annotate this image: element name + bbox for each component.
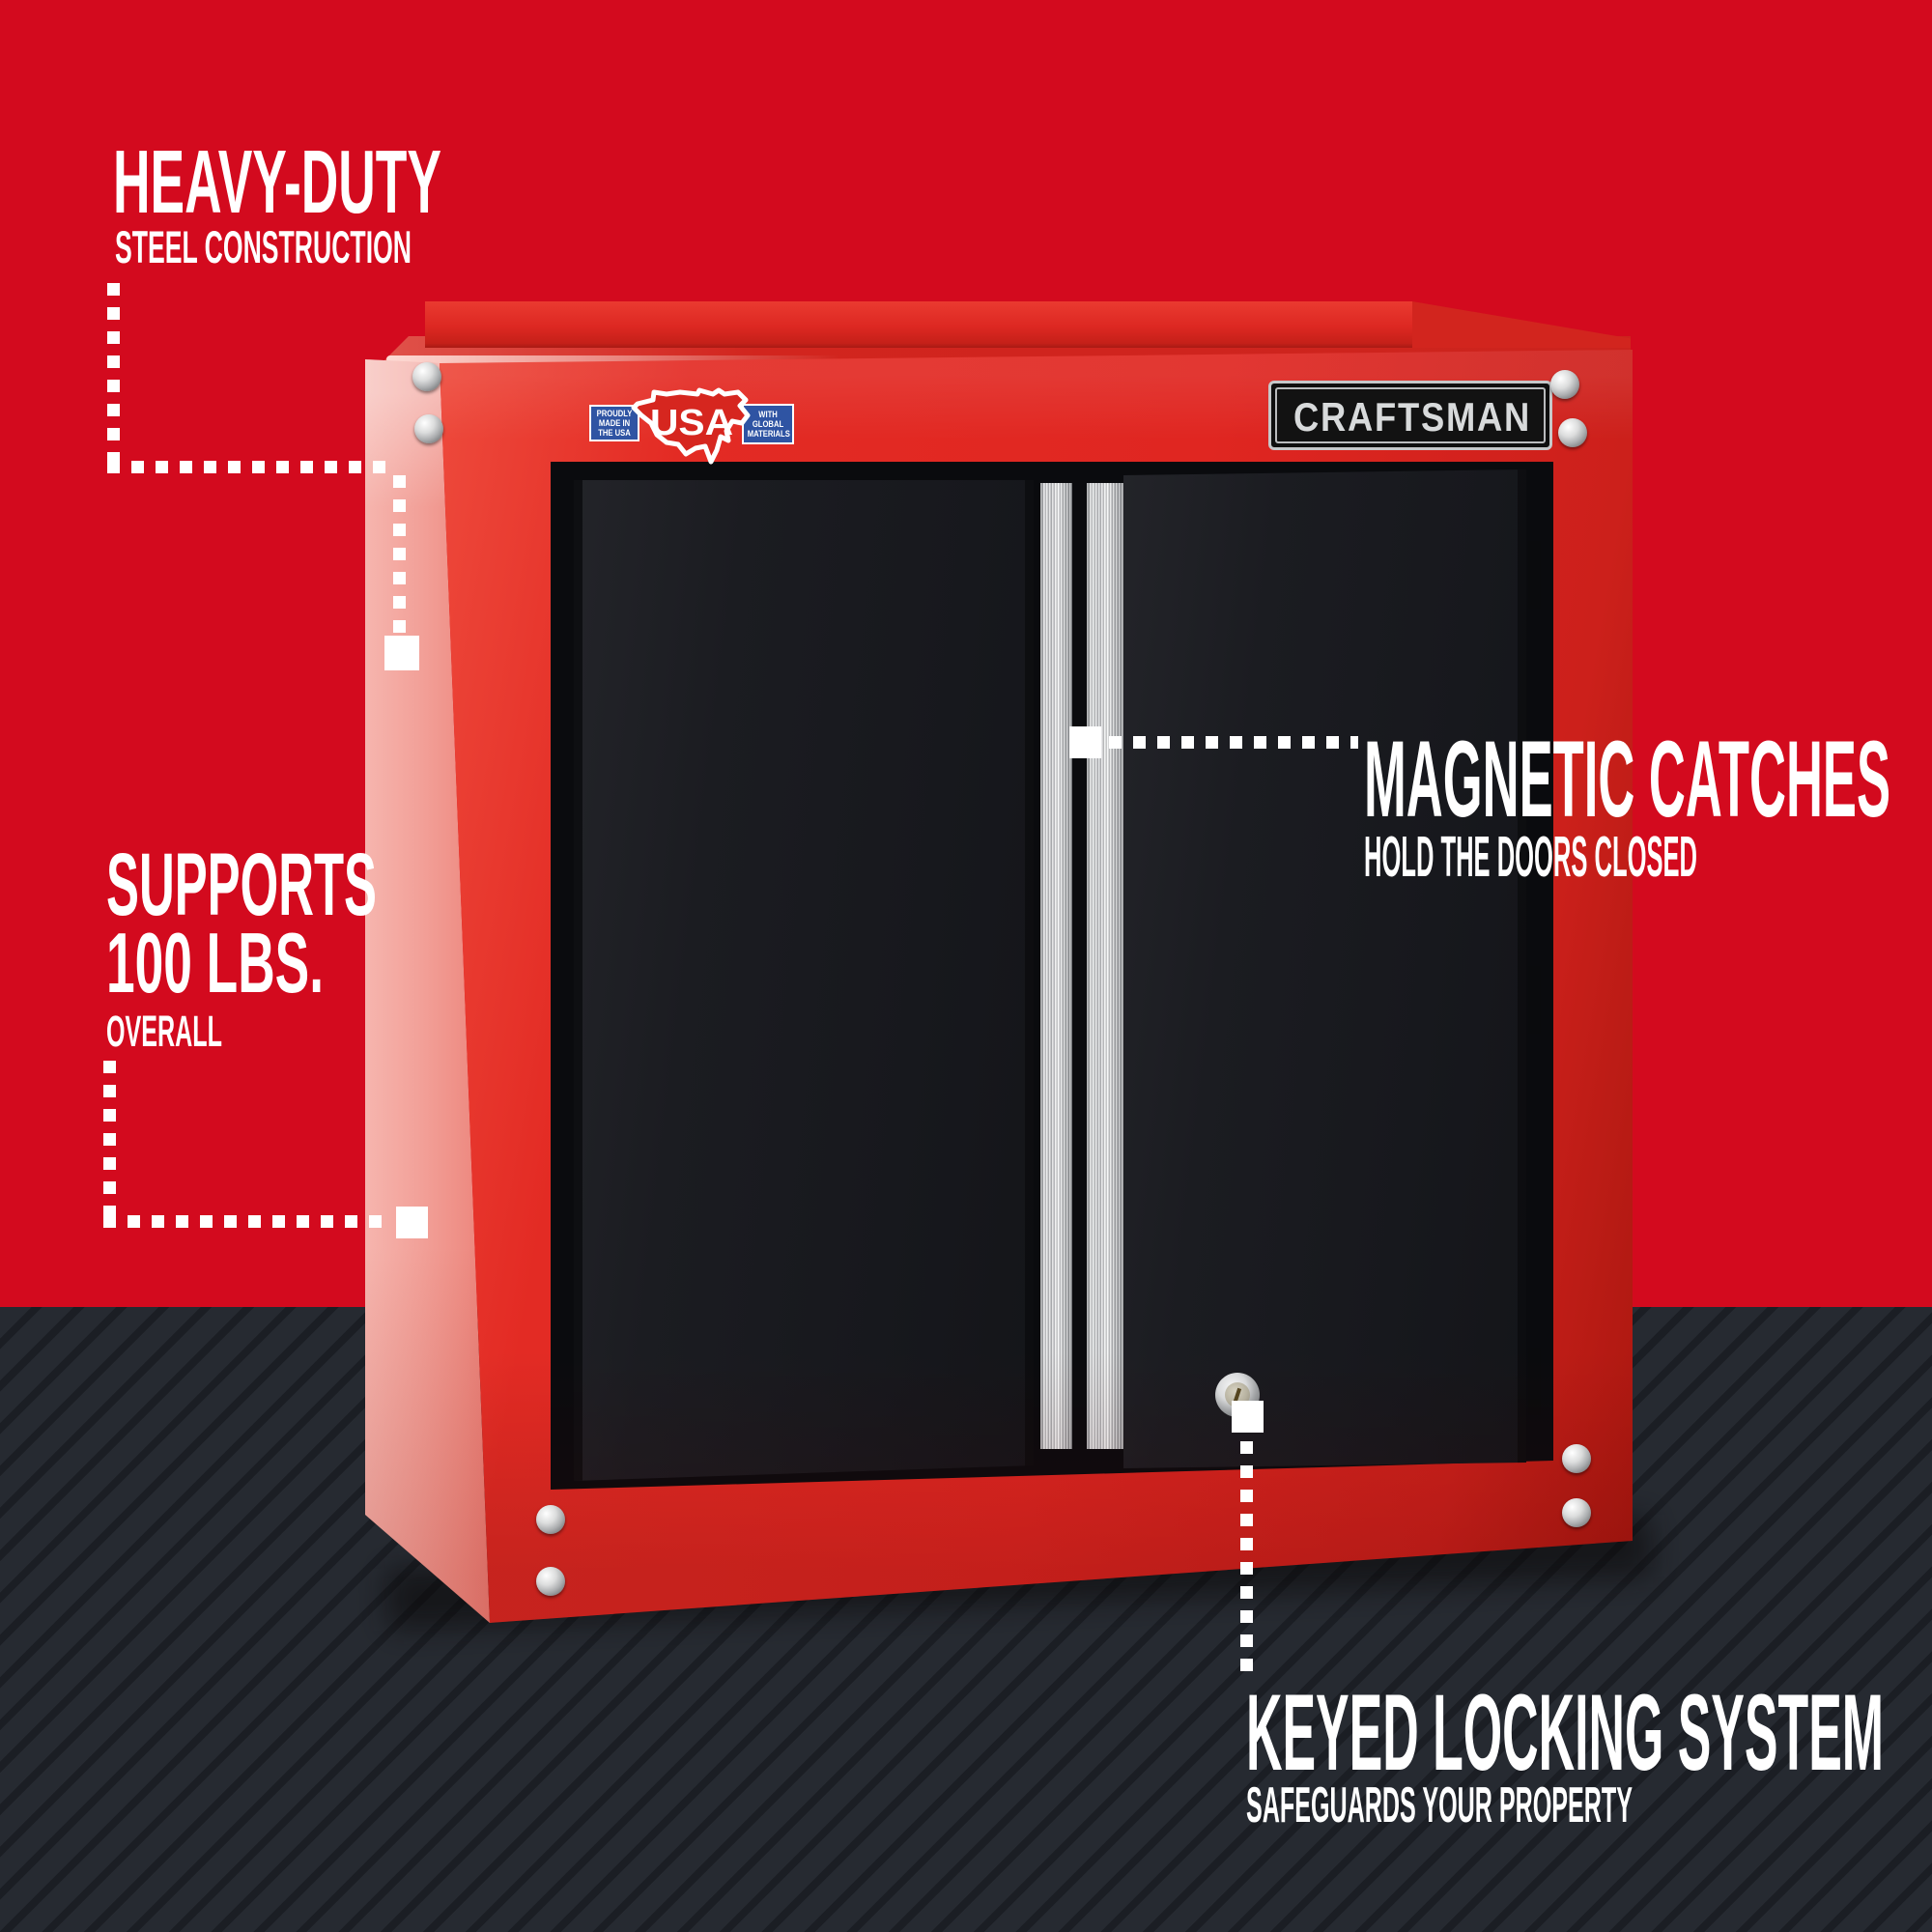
keyed-subtitle: SAFEGUARDS YOUR PROPERTY [1246,1777,1633,1833]
cabinet-front-face [440,350,1633,1623]
dotted-connector [1109,736,1358,749]
callout-marker [1232,1401,1264,1433]
callout-marker [384,636,419,670]
dotted-connector [107,461,397,473]
screw-icon [1550,370,1579,399]
usa-badge-text: USA [650,403,733,443]
craftsman-logo-plate: CRAFTSMAN [1268,381,1552,450]
dotted-connector [103,1215,393,1228]
craftsman-logo-text: CRAFTSMAN [1293,394,1531,440]
left-door-hinge-edge [574,480,582,1481]
badge-text: WITH [758,410,778,419]
hinge-icon [1528,541,1541,609]
screw-icon [1562,1498,1591,1527]
right-door-handle [1087,483,1123,1449]
screw-icon [536,1567,565,1596]
cabinet-back-lip [425,301,1412,348]
keyed-subtitle-block: SAFEGUARDS YOUR PROPERTY [1246,1777,1633,1833]
right-door [1123,469,1526,1468]
keyed-callout: KEYED LOCKING SYSTEM [1246,1672,1884,1793]
left-door-inner-edge [1025,480,1034,1481]
magnetic-title: MAGNETIC CATCHES [1364,719,1890,839]
callout-marker [396,1207,428,1238]
supports-subtitle: OVERALL [106,1007,222,1056]
craftsman-logo-inner-frame: CRAFTSMAN [1275,387,1546,443]
supports-callout: SUPPORTS [106,836,377,934]
screw-icon [1558,418,1587,447]
supports-title-line2: 100 LBS. [106,915,324,1010]
heavy-duty-callout: HEAVY-DUTY [113,131,441,232]
badge-text: GLOBAL [752,419,784,429]
magnetic-callout: MAGNETIC CATCHES [1364,719,1890,839]
dotted-connector [103,1061,116,1217]
dotted-connector [393,475,406,636]
cabinet-top-edge-highlight [386,355,840,363]
screw-icon [1562,1444,1591,1473]
magnetic-subtitle: HOLD THE DOORS CLOSED [1364,825,1697,889]
supports-subtitle-block: OVERALL [106,1007,222,1056]
heavy-duty-subtitle: STEEL CONSTRUCTION [115,221,412,272]
badge-text: MATERIALS [747,429,790,439]
screw-icon [536,1505,565,1534]
usa-map-icon: USA [631,387,751,465]
badge-text: THE USA [598,428,631,438]
heavy-duty-title: HEAVY-DUTY [113,131,441,232]
hinge-icon [1528,1348,1541,1415]
supports-title-line1: SUPPORTS [106,836,377,934]
supports-callout-line2: 100 LBS. [106,915,324,1010]
screw-icon [414,414,443,443]
heavy-duty-subtitle-block: STEEL CONSTRUCTION [115,221,412,272]
magnetic-subtitle-block: HOLD THE DOORS CLOSED [1364,825,1697,889]
keyed-title: KEYED LOCKING SYSTEM [1246,1672,1884,1793]
badge-right-panel: WITH GLOBAL MATERIALS [742,404,794,444]
callout-marker [1069,726,1101,758]
dotted-connector [107,283,120,463]
made-in-usa-badge: PROUDLY MADE IN THE USA WITH GLOBAL MATE… [589,379,794,468]
badge-left-panel: PROUDLY MADE IN THE USA [589,405,639,441]
screw-icon [412,362,441,391]
craftsman-logo: CRAFTSMAN [1293,394,1531,440]
hinge-icon [1528,966,1541,1034]
left-door [574,480,1034,1481]
left-door-handle [1040,483,1072,1449]
right-door-hinge-edge [1518,469,1526,1468]
dotted-connector [1240,1441,1253,1677]
badge-text: MADE IN [598,418,631,428]
badge-text: PROUDLY [596,409,633,418]
front-face-shading [440,350,1633,1623]
